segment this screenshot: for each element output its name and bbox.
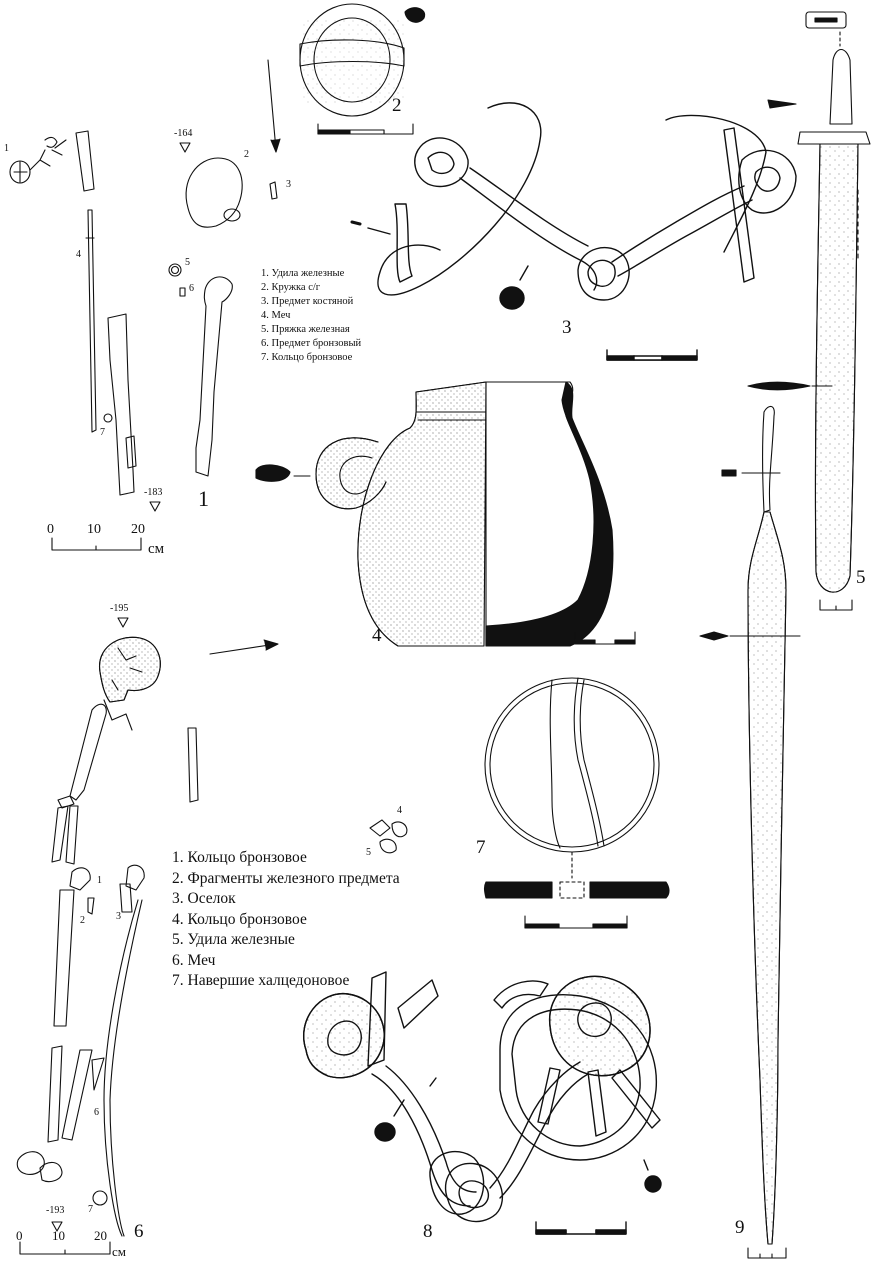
upper-scale-unit: см — [148, 541, 165, 557]
bronze-ring-drawing — [299, 3, 426, 135]
lower-grave-plan — [16, 617, 408, 1255]
legend-lower: 1. Кольцо бронзовое 2. Фрагменты железно… — [172, 848, 400, 992]
lower-item-1-label: 1 — [97, 875, 102, 886]
legend-lower-item: 1. Кольцо бронзовое — [172, 849, 307, 866]
upper-depth-bottom: -183 — [144, 487, 163, 498]
figure-number-3: 3 — [562, 317, 572, 338]
legend-upper-item: 1. Удила железные — [261, 268, 345, 279]
upper-item-7-label: 7 — [100, 427, 105, 438]
iron-bit-upper-drawing — [350, 102, 797, 361]
sword-upper-drawing — [747, 11, 871, 611]
legend-lower-item: 2. Фрагменты железного предмета — [172, 869, 400, 887]
upper-scale-0: 0 — [47, 522, 54, 537]
legend-lower-item: 4. Кольцо бронзовое — [172, 910, 307, 928]
legend-upper: 1. Удила железные 2. Кружка с/г 3. Предм… — [261, 267, 361, 365]
lower-scale-20: 20 — [94, 1228, 107, 1243]
pommel-drawing — [483, 677, 670, 929]
legend-lower-item: 7. Навершие халцедоновое — [172, 972, 350, 989]
jug-drawing — [255, 381, 636, 647]
lower-scale-unit: см — [112, 1244, 126, 1259]
upper-scale-20: 20 — [131, 522, 145, 537]
lower-depth-bottom: -193 — [46, 1205, 65, 1216]
figure-number-7: 7 — [476, 837, 486, 858]
legend-lower-item: 3. Оселок — [172, 890, 236, 907]
lower-scale-0: 0 — [16, 1228, 23, 1243]
upper-scale-10: 10 — [87, 522, 101, 537]
upper-depth-top: -164 — [174, 128, 193, 139]
upper-item-4-label: 4 — [76, 249, 81, 260]
lower-item-7-label: 7 — [88, 1204, 93, 1215]
lower-depth-top: -195 — [110, 603, 129, 614]
iron-bit-lower-drawing — [303, 971, 662, 1235]
sword-lower-drawing — [699, 405, 801, 1259]
figure-number-4: 4 — [372, 625, 382, 646]
legend-upper-item: 5. Пряжка железная — [261, 324, 350, 335]
lower-item-5-label: 5 — [366, 847, 371, 858]
legend-lower-item: 6. Меч — [172, 951, 216, 969]
figure-number-5: 5 — [856, 567, 866, 588]
legend-upper-item: 4. Меч — [261, 310, 291, 321]
upper-item-6-label: 6 — [189, 283, 194, 294]
upper-item-1-label: 1 — [4, 143, 9, 154]
figure-number-1: 1 — [198, 486, 209, 511]
figure-number-8: 8 — [423, 1221, 433, 1242]
legend-upper-item: 6. Предмет бронзовый — [261, 338, 362, 349]
upper-item-2-label: 2 — [244, 149, 249, 160]
upper-item-3-label: 3 — [286, 179, 291, 190]
legend-upper-item: 2. Кружка с/г — [261, 282, 321, 293]
figure-number-9: 9 — [735, 1217, 745, 1238]
figure-number-2: 2 — [392, 95, 402, 116]
figure-number-6: 6 — [134, 1221, 144, 1242]
lower-item-4-label: 4 — [397, 805, 402, 816]
upper-item-5-label: 5 — [185, 257, 190, 268]
lower-item-3-label: 3 — [116, 911, 121, 922]
lower-item-6-label: 6 — [94, 1107, 99, 1118]
legend-lower-item: 5. Удила железные — [172, 931, 295, 948]
legend-upper-item: 3. Предмет костяной — [261, 296, 354, 307]
lower-scale-10: 10 — [52, 1228, 65, 1243]
upper-grave-plan — [9, 59, 281, 551]
lower-item-2-label: 2 — [80, 915, 85, 926]
legend-upper-item: 7. Кольцо бронзовое — [261, 352, 353, 363]
